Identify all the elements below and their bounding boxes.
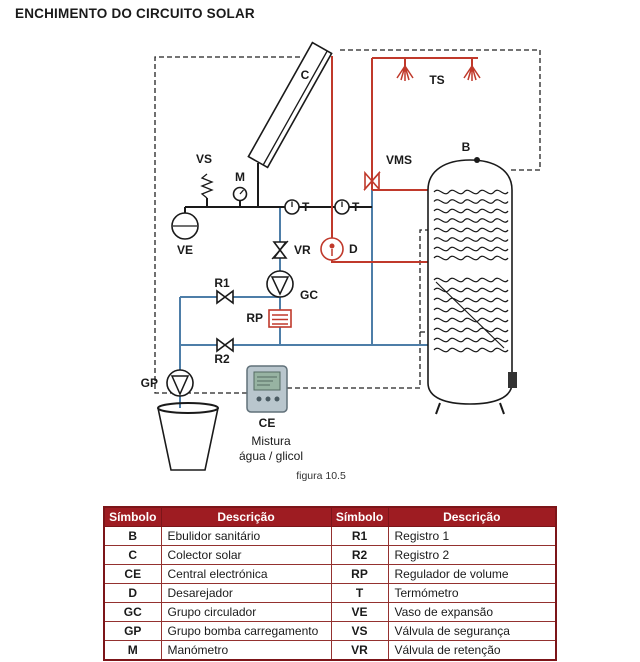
- legend-header-desc-2: Descrição: [387, 506, 557, 527]
- mixture-caption-line2: água / glicol: [239, 449, 303, 463]
- symbol-cell: B: [103, 526, 162, 546]
- deaerator-float: [329, 243, 335, 249]
- symbol-cell: GC: [103, 602, 162, 622]
- table-row: D Desarejador T Termómetro: [103, 583, 557, 603]
- description-cell: Registro 2: [387, 545, 557, 565]
- flow-regulator-label: RP: [246, 311, 263, 325]
- symbol-cell: RP: [330, 564, 389, 584]
- description-cell: Central electrónica: [160, 564, 332, 584]
- filling-pump-label: GP: [141, 376, 158, 390]
- description-cell: Desarejador: [160, 583, 332, 603]
- circulator-pump: GC: [266, 270, 318, 302]
- description-cell: Vaso de expansão: [387, 602, 557, 622]
- sensor-cable-collector-to-controller: [154, 56, 300, 394]
- description-cell: Válvula de segurança: [387, 621, 557, 641]
- symbol-cell: T: [330, 583, 389, 603]
- table-row: CE Central electrónica RP Regulador de v…: [103, 564, 557, 584]
- controller-label: CE: [259, 416, 276, 430]
- shower-right-spray-icon: [463, 65, 481, 81]
- tank-side-box: [508, 372, 517, 388]
- table-row: M Manómetro VR Válvula de retenção: [103, 640, 557, 661]
- symbol-cell: VR: [330, 640, 389, 661]
- symbol-cell: R2: [330, 545, 389, 565]
- description-cell: Ebulidor sanitário: [160, 526, 332, 546]
- solar-collector: C: [247, 41, 333, 169]
- symbol-cell: CE: [103, 564, 162, 584]
- hot-pipe-deaerator-to-tank: [331, 260, 428, 263]
- table-row: GP Grupo bomba carregamento VS Válvula d…: [103, 621, 557, 641]
- table-row: GC Grupo circulador VE Vaso de expansão: [103, 602, 557, 622]
- check-valve: VR: [271, 240, 311, 260]
- symbol-cell: D: [103, 583, 162, 603]
- flow-regulator: RP: [246, 309, 292, 328]
- mixture-caption-line1: Mistura: [251, 434, 291, 448]
- controller-button-2: [265, 396, 271, 402]
- controller-device: [246, 365, 288, 413]
- mixture-bucket: [157, 402, 219, 471]
- tank-label: B: [462, 140, 471, 154]
- circulator-pump-label: GC: [300, 288, 318, 302]
- sensor-cable-controller-to-tank: [287, 229, 428, 389]
- table-row: B Ebulidor sanitário R1 Registro 1: [103, 526, 557, 546]
- symbol-cell: M: [103, 640, 162, 661]
- table-row: C Colector solar R2 Registro 2: [103, 545, 557, 565]
- description-cell: Manómetro: [160, 640, 332, 661]
- description-cell: Colector solar: [160, 545, 332, 565]
- valve-r1-label: R1: [214, 276, 230, 290]
- manometer: M: [232, 170, 248, 202]
- thermometer-2: T: [334, 199, 360, 215]
- description-cell: Termómetro: [387, 583, 557, 603]
- filling-pump: GP: [141, 369, 194, 397]
- expansion-vessel: VE: [171, 212, 199, 257]
- safety-valve-label: VS: [196, 152, 212, 166]
- tank-feet: [435, 402, 505, 415]
- deaerator-label: D: [349, 242, 358, 256]
- description-cell: Válvula de retenção: [387, 640, 557, 661]
- solar-circuit-diagram: C B VE VS M T T: [141, 41, 541, 482]
- symbol-cell: C: [103, 545, 162, 565]
- valve-r1: R1: [214, 276, 234, 305]
- legend-header-row: Símbolo Descrição Símbolo Descrição: [103, 506, 557, 527]
- controller-button-1: [256, 396, 262, 402]
- symbol-cell: VE: [330, 602, 389, 622]
- thermometer-2-label: T: [352, 200, 360, 214]
- description-cell: Regulador de volume: [387, 564, 557, 584]
- valve-r2: R2: [214, 337, 234, 366]
- symbol-cell: GP: [103, 621, 162, 641]
- safety-valve: VS: [196, 152, 214, 199]
- page-title: ENCHIMENTO DO CIRCUITO SOLAR: [15, 6, 255, 21]
- description-cell: Grupo bomba carregamento: [160, 621, 332, 641]
- symbol-cell: R1: [330, 526, 389, 546]
- collector-label: C: [301, 68, 310, 82]
- figure-caption: figura 10.5: [296, 470, 346, 482]
- valve-r2-label: R2: [214, 352, 230, 366]
- controller-button-3: [274, 396, 280, 402]
- storage-tank: B: [427, 140, 517, 415]
- description-cell: Grupo circulador: [160, 602, 332, 622]
- shower-group-label: TS: [429, 73, 444, 87]
- description-cell: Registro 1: [387, 526, 557, 546]
- deaerator: D: [320, 237, 358, 261]
- expansion-vessel-label: VE: [177, 243, 193, 257]
- manometer-label: M: [235, 170, 245, 184]
- symbol-cell: VS: [330, 621, 389, 641]
- tank-lower-coil: [433, 277, 509, 353]
- mixing-valve: VMS: [363, 153, 412, 192]
- tank-top-sensor-dot: [474, 157, 480, 163]
- legend-table: Símbolo Descrição Símbolo Descrição B Eb…: [103, 506, 557, 661]
- legend-header-symbol-2: Símbolo: [330, 506, 389, 527]
- sensor-cable-top-right: [340, 49, 541, 171]
- shower-left-spray-icon: [396, 65, 414, 81]
- thermometer-1: T: [284, 199, 310, 215]
- check-valve-label: VR: [294, 243, 311, 257]
- mixing-valve-label: VMS: [386, 153, 412, 167]
- legend-header-desc-1: Descrição: [160, 506, 332, 527]
- legend-header-symbol-1: Símbolo: [103, 506, 162, 527]
- thermometer-1-label: T: [302, 200, 310, 214]
- tank-upper-coil: [433, 189, 509, 261]
